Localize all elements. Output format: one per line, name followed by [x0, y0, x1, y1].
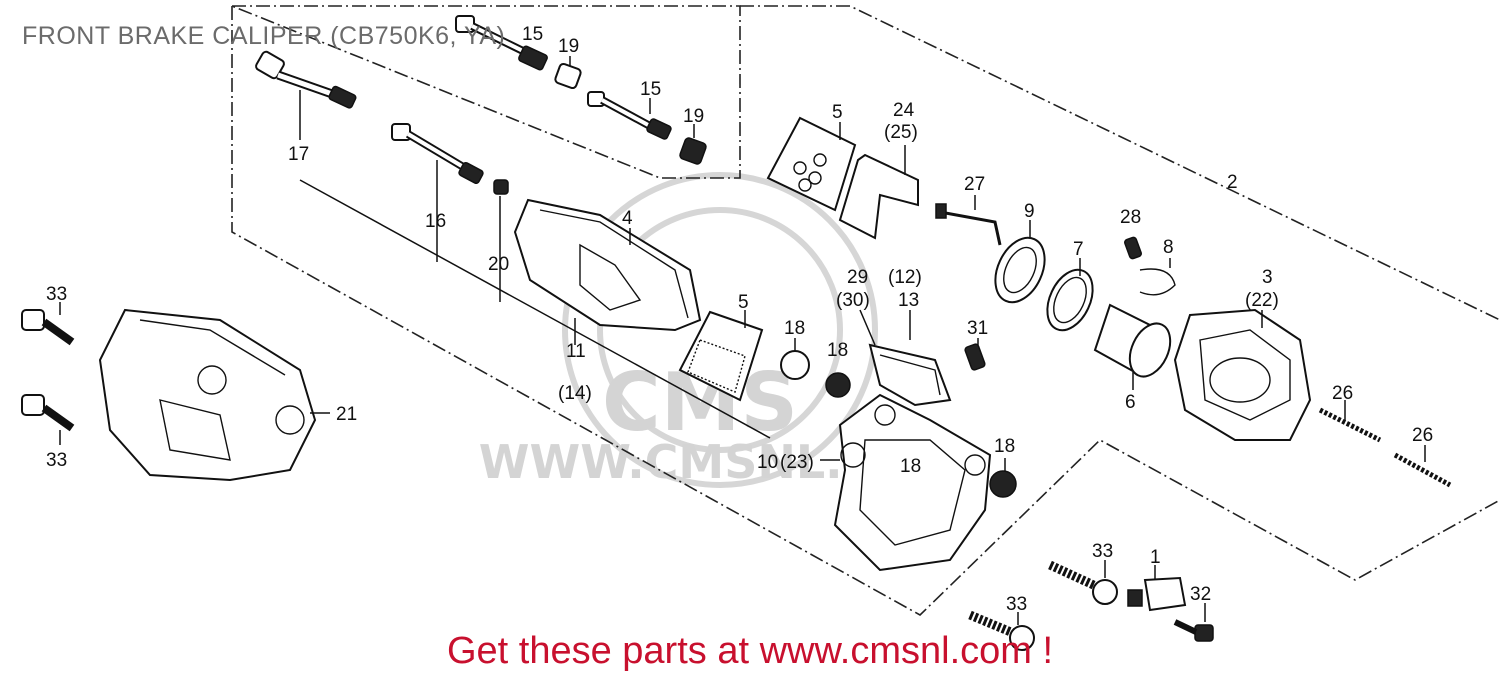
- label-13: 13: [898, 290, 919, 311]
- label-26b: 26: [1412, 425, 1433, 446]
- part-4-bracket: [513, 198, 702, 332]
- label-1: 1: [1150, 547, 1161, 568]
- label-30: (30): [836, 290, 870, 311]
- label-23: (23): [780, 452, 814, 473]
- label-19a: 19: [558, 36, 579, 57]
- label-9: 9: [1024, 201, 1035, 222]
- label-5a: 5: [832, 102, 843, 123]
- part-15-pins: [455, 15, 672, 140]
- label-33a: 33: [46, 284, 67, 305]
- part-10-bracket: [820, 393, 992, 572]
- label-22: (22): [1245, 290, 1279, 311]
- label-2: 2: [1227, 172, 1238, 193]
- part-5-pads: [678, 116, 857, 402]
- label-11: 11: [566, 341, 586, 362]
- label-7: 7: [1073, 239, 1084, 260]
- label-18c: 18: [900, 456, 921, 477]
- diagram-title: FRONT BRAKE CALIPER (CB750K6, YA): [22, 22, 506, 50]
- part-19-bushings: [554, 56, 707, 165]
- label-25: (25): [884, 122, 918, 143]
- part-21-caliper: [98, 308, 330, 482]
- part-24-shim: [838, 145, 919, 240]
- label-33d: 33: [1006, 594, 1027, 615]
- part-11-lead: [299, 179, 771, 439]
- part-28-8-bleeder: [1124, 236, 1176, 296]
- part-16-pin: [391, 123, 509, 302]
- part-9-7-6-seals-piston: [994, 220, 1172, 390]
- label-31: 31: [967, 318, 988, 339]
- label-15b: 15: [640, 79, 661, 100]
- label-8: 8: [1163, 237, 1174, 258]
- label-27: 27: [964, 174, 985, 195]
- label-16: 16: [425, 211, 446, 232]
- label-14: (14): [558, 383, 592, 404]
- part-13-pad-spring: [859, 309, 952, 407]
- assembly-outline: [231, 5, 1500, 616]
- label-18a: 18: [784, 318, 805, 339]
- label-33b: 33: [46, 450, 67, 471]
- label-4: 4: [622, 208, 633, 229]
- label-10: 10: [757, 452, 778, 473]
- label-15a: 15: [522, 24, 543, 45]
- label-26a: 26: [1332, 383, 1353, 404]
- label-6: 6: [1125, 392, 1136, 413]
- part-27-spring: [935, 195, 1002, 246]
- part-33-bolts-left: [21, 302, 75, 445]
- promo-link[interactable]: Get these parts at www.cmsnl.com !: [446, 630, 1054, 672]
- label-3: 3: [1262, 267, 1273, 288]
- part-26-pins: [1318, 400, 1452, 488]
- label-21: 21: [336, 404, 357, 425]
- label-12: (12): [888, 267, 922, 288]
- label-20: 20: [488, 254, 509, 275]
- label-5b: 5: [738, 292, 749, 313]
- label-33c: 33: [1092, 541, 1113, 562]
- label-28: 28: [1120, 207, 1141, 228]
- label-32: 32: [1190, 584, 1211, 605]
- part-3-caliper: [1173, 308, 1312, 441]
- label-18b: 18: [827, 340, 848, 361]
- part-17-bolt: [255, 50, 357, 140]
- label-18d: 18: [994, 436, 1015, 457]
- label-17: 17: [288, 144, 309, 165]
- label-19b: 19: [683, 106, 704, 127]
- part-33-bolts-bottom: [968, 560, 1214, 651]
- label-29: 29: [847, 267, 868, 288]
- part-31-screw: [964, 338, 986, 371]
- callout-labels: 15 19 15 19 17 16 20 4 5 5 24 (25) 27 9 …: [46, 24, 1433, 615]
- label-24: 24: [893, 100, 915, 121]
